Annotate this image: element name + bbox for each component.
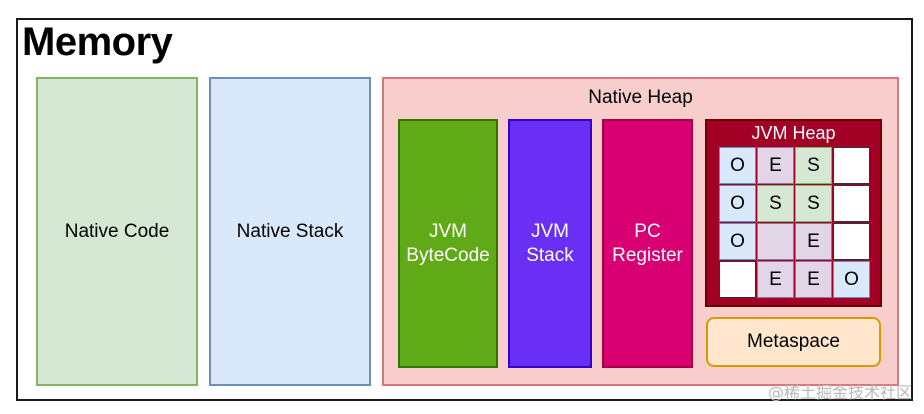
jvm-stack-label-line2: Stack [526,244,574,266]
heap-cell: S [795,147,832,184]
heap-cell [833,223,870,260]
heap-cell [833,147,870,184]
jvm-stack-region: JVM Stack [508,119,592,368]
heap-cell [833,185,870,222]
pc-register-label-line2: Register [612,244,683,266]
heap-cell: O [833,261,870,298]
jvm-stack-label-line1: JVM [531,220,569,242]
memory-title: Memory [22,20,173,64]
native-stack-region: Native Stack [209,77,371,386]
heap-cell: E [757,261,794,298]
pc-register-region: PC Register [602,119,693,368]
heap-cell [757,223,794,260]
heap-cell: O [719,147,756,184]
native-code-label: Native Code [64,220,170,242]
pc-register-label-line1: PC [634,220,661,242]
jvm-bytecode-region: JVM ByteCode [398,119,498,368]
heap-cell: S [757,185,794,222]
heap-cell [719,261,756,298]
heap-cell: O [719,185,756,222]
heap-cell: E [757,147,794,184]
jvm-bytecode-label-line1: JVM [428,220,467,242]
jvm-bytecode-label-line2: ByteCode [406,244,490,266]
metaspace-label: Metaspace [747,331,840,352]
heap-cell: E [795,261,832,298]
native-stack-label: Native Stack [236,220,344,242]
jvm-heap-label: JVM Heap [751,123,836,143]
metaspace-region: Metaspace [706,317,881,367]
heap-cell: S [795,185,832,222]
heap-cell: O [719,223,756,260]
watermark: @稀土掘金技术社区 [767,383,912,402]
native-heap-label: Native Heap [588,87,693,108]
heap-cell: E [795,223,832,260]
native-code-region: Native Code [36,77,198,386]
